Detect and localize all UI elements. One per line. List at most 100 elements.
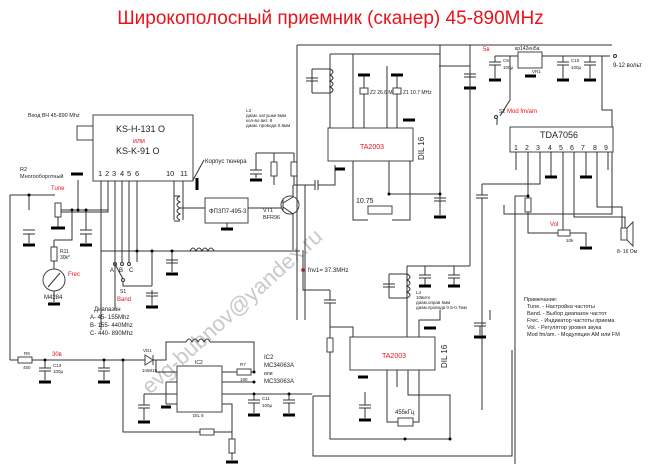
- svg-text:10: 10: [166, 169, 174, 178]
- band-pos-c: C: [129, 268, 134, 274]
- r7-ref: R7: [240, 362, 246, 367]
- tuner-case-label: Корпус тюнера: [205, 159, 247, 165]
- r7-resistor: [236, 368, 252, 376]
- svg-text:11: 11: [180, 169, 188, 178]
- r-vol-series: [524, 197, 532, 213]
- svg-text:2: 2: [525, 145, 529, 152]
- svg-text:5: 5: [559, 145, 563, 152]
- svg-text:6: 6: [570, 145, 574, 152]
- band-heading: Диапазон: [94, 307, 121, 313]
- c13: [39, 367, 51, 384]
- tda7056-pins: 1 2 3 4 5 6 7 8 9: [514, 145, 608, 152]
- r9-value: 450: [23, 365, 31, 370]
- r10-resistor: [270, 161, 278, 177]
- ic2-model-2: MC33063A: [264, 379, 294, 385]
- c-band: [146, 292, 158, 309]
- r11-resistor: [50, 246, 58, 262]
- svg-text:4: 4: [548, 145, 552, 152]
- svg-text:3: 3: [112, 169, 116, 178]
- tda7056-chip: [509, 126, 614, 153]
- l-vco-top: [328, 68, 334, 94]
- tuner-model-1: KS-H-131 O: [116, 124, 165, 134]
- l3-note-3: диам. провода 0.8мм: [246, 123, 290, 128]
- r12-resistor: [326, 337, 334, 353]
- c-tda-in: [474, 322, 486, 339]
- c11-value: 100µ: [262, 403, 273, 408]
- l4-note-1: 10витк: [416, 295, 430, 300]
- regulator-label: кр142ен5а: [515, 46, 540, 52]
- ta2003-bottom: [349, 336, 436, 371]
- ic2-chip-ref: IC2: [195, 360, 203, 366]
- legend-item-tune: Tune. - Настройка частоты: [527, 303, 595, 310]
- speaker-label: 8- 16 Ом: [617, 249, 638, 255]
- legend-item-band: Band. - Выбор диапазон частот: [527, 311, 607, 317]
- ic2-ref: IC2: [264, 355, 274, 361]
- r7-value: 180: [240, 377, 248, 382]
- ic2-or: или: [264, 371, 273, 377]
- r9-resistor: [17, 356, 33, 364]
- c-out: [283, 394, 295, 417]
- ic2-model-1: MC34063A: [264, 363, 294, 369]
- band-switch: [113, 262, 152, 287]
- c-pwr: [584, 56, 596, 82]
- band-switch-ref: S1: [120, 289, 126, 295]
- rail-30v: 30в: [52, 352, 62, 358]
- l3-note-1: диам. катушки 5мм: [246, 113, 286, 118]
- legend-heading: Примечание:: [524, 297, 558, 303]
- svg-text:8: 8: [593, 145, 597, 152]
- r2-ref: R2: [20, 167, 27, 173]
- c24: [419, 274, 431, 288]
- rail-5v: 5в: [483, 47, 490, 53]
- tda7056-label: TDA7056: [540, 130, 578, 140]
- speaker-icon: [620, 220, 634, 248]
- l4-note-0: L4: [416, 290, 422, 295]
- legend-item-mod: Mod fm/am. - Модуляция AM или FM: [527, 332, 620, 338]
- tuner-or: или: [133, 138, 145, 145]
- l-dcdc: [185, 338, 211, 344]
- c11-ref: C11: [262, 396, 270, 401]
- r11-ref: R11: [60, 249, 69, 255]
- vol-value: 10k: [566, 238, 574, 243]
- band-range-b: B- 155- 440Mhz: [90, 323, 133, 329]
- tuner-module: [92, 114, 194, 182]
- vd1-diode: [144, 354, 154, 366]
- svg-text:1: 1: [98, 169, 102, 178]
- legend-item-vol: Vol. - Регулятор уровня звука: [527, 325, 602, 331]
- tuner-pins-left: 1 2 3 4 5 6: [98, 169, 139, 178]
- ceramic-filter-1075: [367, 205, 393, 215]
- svg-text:6: 6: [135, 169, 139, 178]
- c7: [23, 229, 35, 247]
- ic2-package: DIL 8: [193, 413, 204, 418]
- mod-switch-ref: S2: [499, 109, 505, 115]
- c11: [248, 394, 260, 417]
- vt1-transistor: [280, 195, 300, 215]
- svg-text:9: 9: [604, 145, 608, 152]
- r9-resistor: [290, 161, 298, 177]
- vt1-model: BFR96: [263, 215, 280, 221]
- svg-text:1: 1: [514, 145, 518, 152]
- r-fb-gnd: [228, 438, 236, 454]
- l3-note-2: кол-во вит. 8: [246, 118, 273, 123]
- saw-filter-label: ФПЗП7-495-3: [209, 209, 247, 215]
- c13-ref: C13: [53, 363, 62, 368]
- voltage-regulator: [517, 51, 543, 69]
- supply-label: 9-12 вольт: [613, 63, 642, 69]
- l2-inductor: [176, 195, 182, 221]
- schematic-title: Широкополосный приемник (сканер) 45-890M…: [117, 8, 544, 29]
- c13-value: 100µ: [53, 369, 64, 374]
- ta2003-top-package: DIL 16: [417, 136, 426, 160]
- r2-potentiometer: [54, 202, 62, 218]
- band-label: Band: [117, 297, 131, 303]
- c9-value: 100µ: [503, 65, 514, 70]
- ta2003-top-label: TA2003: [360, 144, 384, 151]
- l4-inductor: [405, 273, 411, 299]
- svg-text:4: 4: [120, 169, 124, 178]
- r11-value: 30k*: [60, 255, 70, 261]
- ta2003-bottom-label: TA2003: [382, 353, 406, 360]
- tuner-input-connector: [76, 125, 94, 141]
- filter-455-label: 455кГц: [395, 410, 415, 416]
- c9: [489, 56, 501, 82]
- c4: [166, 259, 178, 276]
- c-30v: [98, 367, 110, 384]
